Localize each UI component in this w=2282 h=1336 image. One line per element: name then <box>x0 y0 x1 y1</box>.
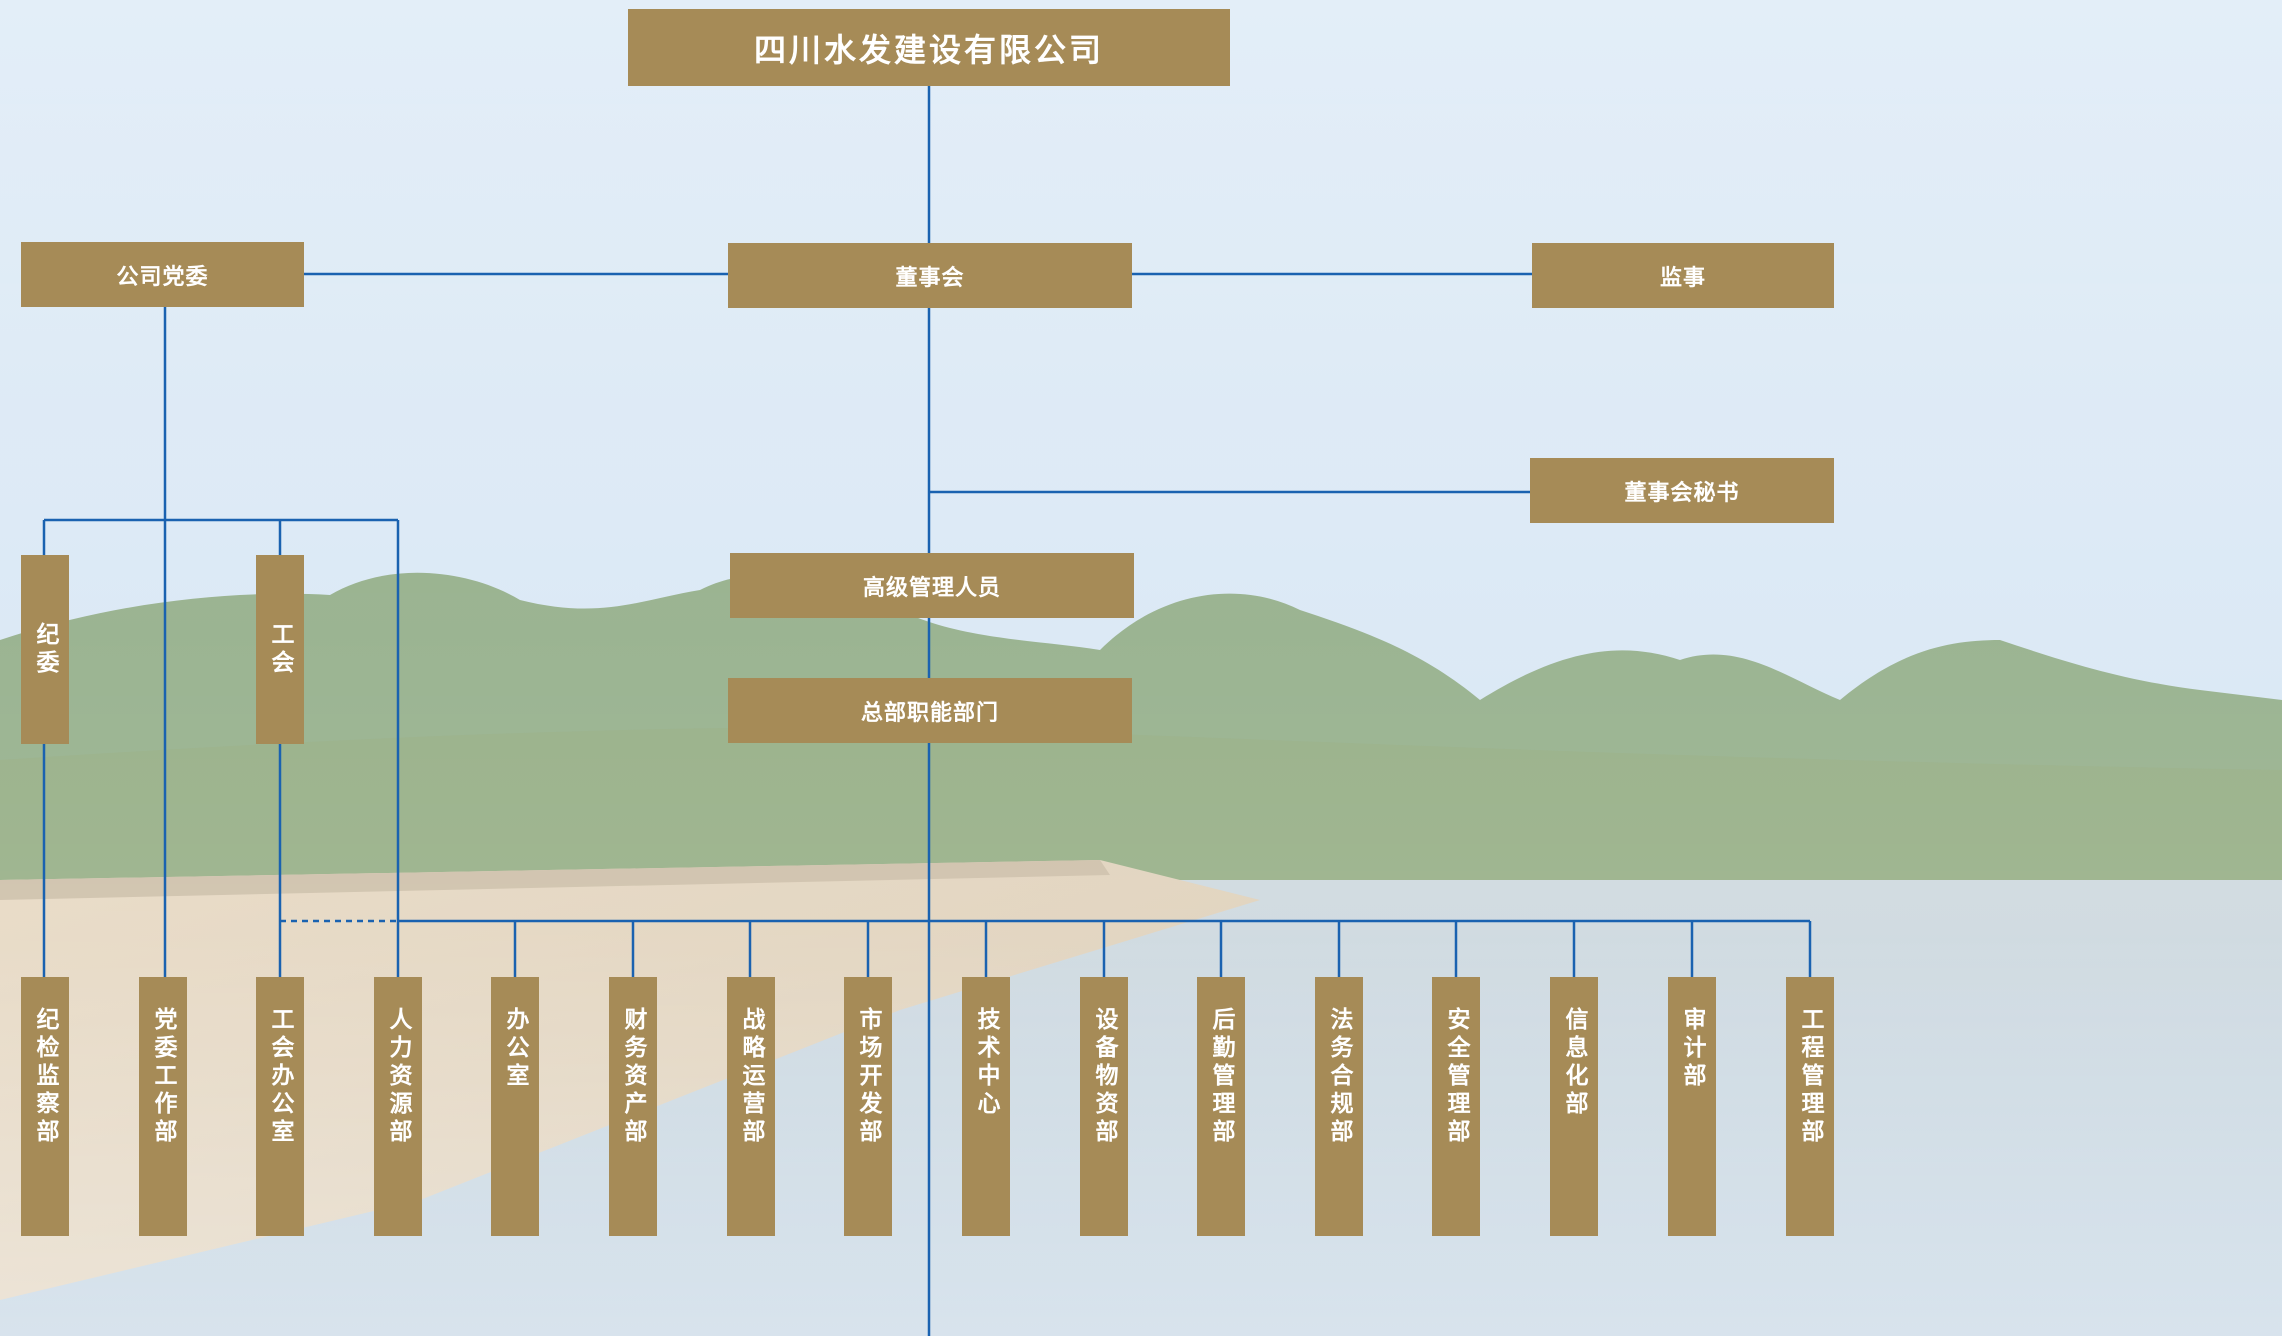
party-committee-box: 公司党委 <box>21 242 304 307</box>
dept-box: 安全管理部 <box>1432 977 1480 1236</box>
dept-box: 工程管理部 <box>1786 977 1834 1236</box>
dept-box: 党委工作部 <box>139 977 187 1236</box>
hq-departments-box: 总部职能部门 <box>728 678 1132 743</box>
dept-box: 法务合规部 <box>1315 977 1363 1236</box>
dept-box: 人力资源部 <box>374 977 422 1236</box>
dept-box: 财务资产部 <box>609 977 657 1236</box>
dept-box: 纪检监察部 <box>21 977 69 1236</box>
dept-box: 市场开发部 <box>844 977 892 1236</box>
dept-box: 战略运营部 <box>727 977 775 1236</box>
dept-box: 信息化部 <box>1550 977 1598 1236</box>
dept-box: 工会办公室 <box>256 977 304 1236</box>
supervisor-box: 监事 <box>1532 243 1834 308</box>
dept-box: 办公室 <box>491 977 539 1236</box>
senior-management-box: 高级管理人员 <box>730 553 1134 618</box>
discipline-committee-box: 纪委 <box>21 555 69 744</box>
dept-box: 设备物资部 <box>1080 977 1128 1236</box>
board-secretary-box: 董事会秘书 <box>1530 458 1834 523</box>
dept-box: 技术中心 <box>962 977 1010 1236</box>
labor-union-box: 工会 <box>256 555 304 744</box>
dept-box: 后勤管理部 <box>1197 977 1245 1236</box>
board-box: 董事会 <box>728 243 1132 308</box>
dept-box: 审计部 <box>1668 977 1716 1236</box>
company-box: 四川水发建设有限公司 <box>628 9 1230 86</box>
